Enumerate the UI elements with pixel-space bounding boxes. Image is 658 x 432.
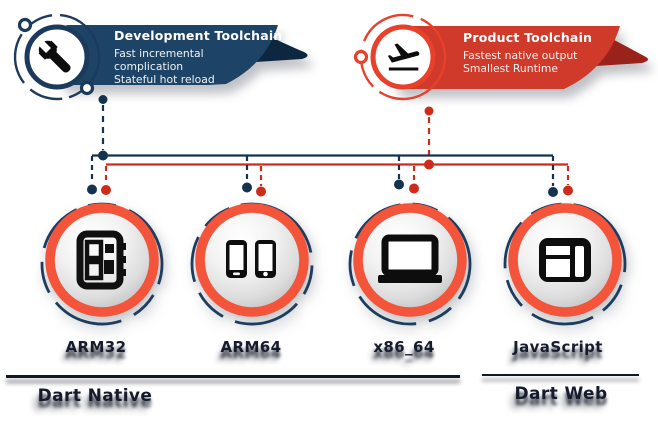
product-banner-ribbon [393,26,649,89]
development-banner-text: Development Toolchain Fast incremental c… [114,28,282,86]
prod-orbit-donut-1 [353,49,369,65]
platform-circle-javascript [503,202,627,326]
product-banner-body2: Smallest Runtime [463,62,559,75]
two-phones-icon [226,240,276,278]
chip-icon [76,230,126,290]
platform-circle-x86-64 [348,202,472,326]
label-arm64: ARM64 [220,338,282,356]
product-badge-circle [353,13,447,101]
prod-connector-start-dot [424,106,434,116]
label-dart-web: Dart Web [514,384,608,404]
development-banner-ribbon [59,25,308,85]
development-banner-body1: Fast incremental complication [114,47,204,73]
label-javascript: JavaScript [513,338,603,356]
platform-circle-arm64 [190,202,314,326]
label-dart-native: Dart Native [37,386,153,406]
browser-layout-icon [539,238,591,282]
product-banner-text: Product Toolchain Fastest native output … [463,30,623,75]
label-x86-64: x86_64 [373,338,435,356]
laptop-icon [378,234,442,283]
dart-native-underline [6,375,460,378]
product-banner-title: Product Toolchain [463,30,593,45]
development-banner-body2: Stateful hot reload [114,73,215,86]
dart-web-underline [482,373,639,376]
plane-takeoff-icon [387,43,420,71]
development-banner-title: Development Toolchain [114,28,283,43]
label-arm32: ARM32 [65,338,127,356]
wrench-icon [36,38,71,73]
dev-orbit-donut-2 [79,80,95,96]
development-badge-circle [13,13,101,101]
dev-orbit-donut-1 [17,17,33,33]
platform-circle-arm32 [40,202,164,326]
dev-connector-start-dot [98,95,108,104]
product-banner-body1: Fastest native output [463,49,578,62]
